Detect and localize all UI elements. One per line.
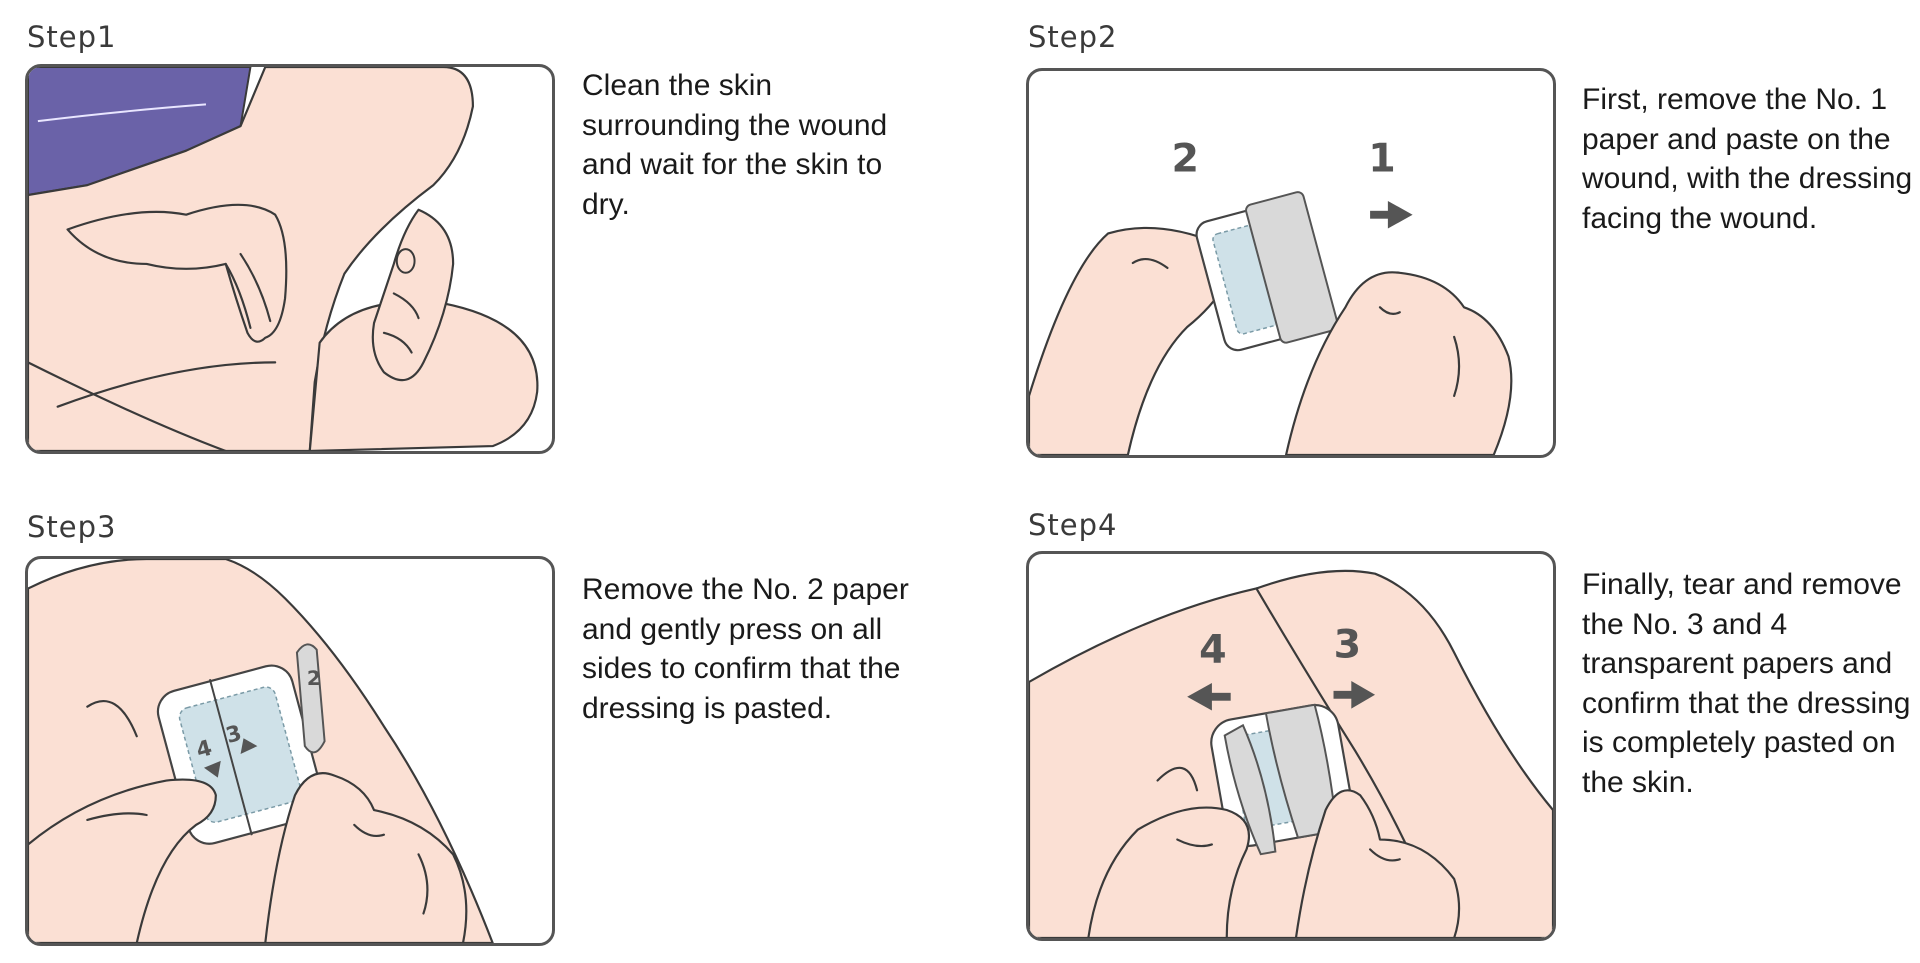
step2-arrow-right-icon xyxy=(1370,210,1390,219)
step2-label-2: 2 xyxy=(1171,136,1199,182)
step3-description: Remove the No. 2 paper and gently press … xyxy=(582,573,909,725)
step3-arrow-right-icon xyxy=(240,738,258,754)
step3-heading: Step3 xyxy=(27,510,117,544)
step4-arrow-left-icon xyxy=(1187,682,1212,711)
step4-label-3: 3 xyxy=(1334,621,1362,667)
step3-arrow-left-icon xyxy=(203,760,221,778)
step3-illustration: 4 3 2 xyxy=(25,556,555,946)
step2-heading: Step2 xyxy=(1028,20,1118,54)
step4-description: Finally, tear and remove the No. 3 and 4… xyxy=(1582,568,1911,799)
step3-label-2: 2 xyxy=(307,667,321,690)
step4-heading: Step4 xyxy=(1028,508,1118,542)
step3-label-4: 4 xyxy=(194,736,215,764)
step4-label-4: 4 xyxy=(1199,626,1227,672)
step3-label-3: 3 xyxy=(223,721,244,749)
step1-illustration xyxy=(25,64,555,454)
step2-label-1: 1 xyxy=(1368,136,1396,182)
step1-description: Clean the skin surrounding the wound and… xyxy=(582,69,888,221)
step2-description: First, remove the No. 1 paper and paste … xyxy=(1582,83,1913,235)
step2-illustration: 2 1 xyxy=(1026,68,1556,458)
step4-illustration: 4 3 xyxy=(1026,551,1556,941)
step1-heading: Step1 xyxy=(27,20,117,54)
step4-arrow-right-icon xyxy=(1333,690,1354,699)
